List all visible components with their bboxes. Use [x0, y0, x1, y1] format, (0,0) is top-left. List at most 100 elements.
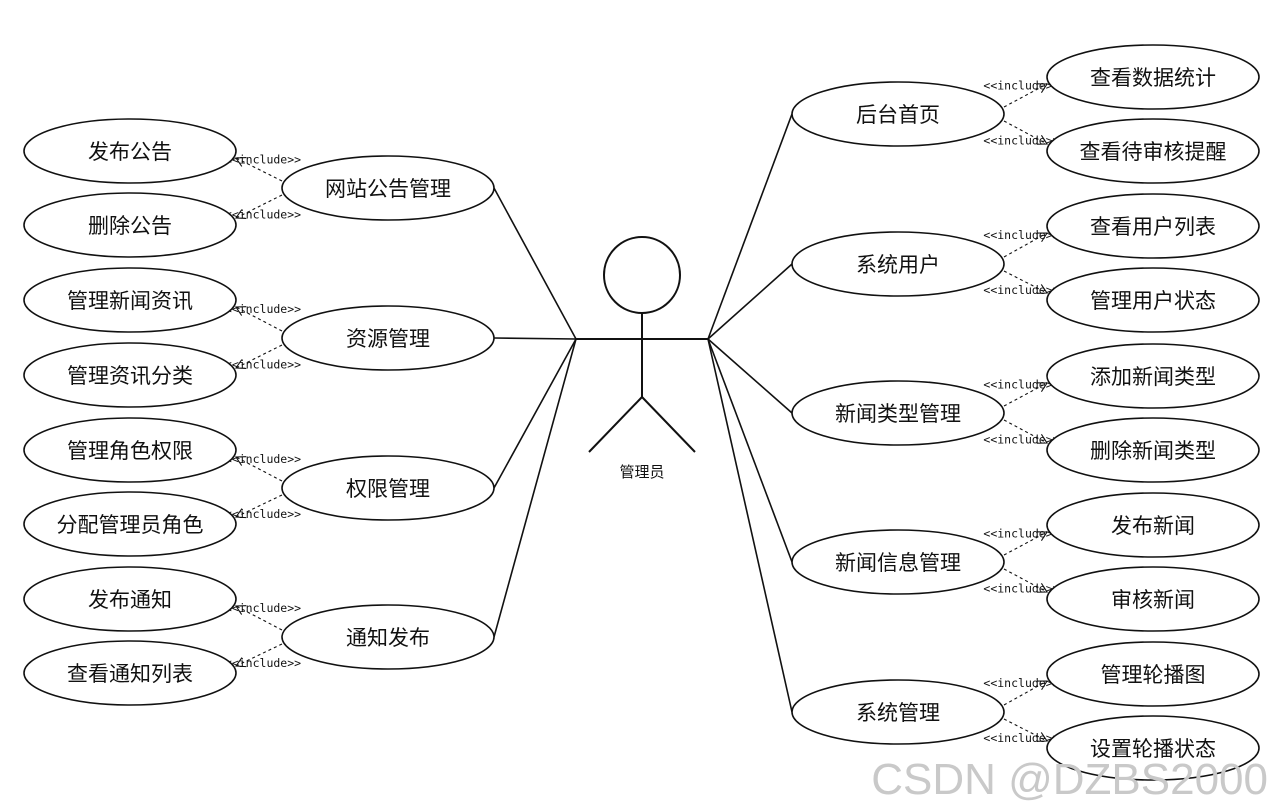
include-label: <<include>>: [225, 656, 301, 670]
use-case-child: 分配管理员角色: [23, 491, 237, 557]
use-case-label: 删除新闻类型: [1090, 439, 1216, 463]
include-label: <<include>>: [983, 228, 1059, 242]
use-case-ellipse: [791, 679, 1005, 745]
include-dependency: [235, 157, 283, 182]
use-case-child: 管理新闻资讯: [23, 267, 237, 333]
use-case-label: 新闻类型管理: [835, 402, 961, 426]
use-case-label: 发布公告: [88, 140, 172, 164]
use-case-parent: 新闻类型管理: [791, 380, 1005, 446]
use-case-nodes: 网站公告管理发布公告删除公告资源管理管理新闻资讯管理资讯分类权限管理管理角色权限…: [23, 44, 1260, 781]
use-case-label: 查看通知列表: [67, 662, 193, 686]
include-arrowhead: [1036, 232, 1048, 243]
include-arrowhead: [1036, 135, 1048, 145]
include-label: <<include>>: [983, 731, 1059, 745]
include-label: <<include>>: [983, 676, 1059, 690]
actor-administrator: 管理员: [576, 236, 708, 481]
use-case-label: 管理用户状态: [1090, 289, 1216, 313]
use-case-ellipse: [23, 640, 237, 706]
use-case-label: 查看待审核提醒: [1080, 140, 1227, 164]
use-case-child: 管理资讯分类: [23, 342, 237, 408]
use-case-child: 删除新闻类型: [1046, 417, 1260, 483]
use-case-label: 管理角色权限: [67, 439, 193, 463]
include-label: <<include>>: [983, 378, 1059, 392]
include-dependency: [1003, 680, 1048, 706]
include-label: <<include>>: [983, 527, 1059, 541]
use-case-child: 管理用户状态: [1046, 267, 1260, 333]
include-label: <<include>>: [983, 582, 1059, 596]
include-label: <<include>>: [983, 433, 1059, 447]
actor-head: [603, 236, 681, 314]
use-case-ellipse: [791, 81, 1005, 147]
include-dependency: [1003, 83, 1048, 108]
use-case-child: 查看用户列表: [1046, 193, 1260, 259]
actor-left-leg: [588, 396, 643, 453]
use-case-label: 发布通知: [88, 588, 172, 612]
include-dependency: [1003, 232, 1048, 258]
use-case-child: 审核新闻: [1046, 566, 1260, 632]
use-case-ellipse: [1046, 417, 1260, 483]
include-arrowhead: [1036, 531, 1048, 541]
association-line: [707, 338, 793, 713]
association-line: [707, 338, 793, 414]
use-case-label: 管理新闻资讯: [67, 289, 193, 313]
use-case-label: 资源管理: [346, 327, 430, 351]
use-case-child: 发布新闻: [1046, 492, 1260, 558]
use-case-parent: 权限管理: [281, 455, 495, 521]
include-label: <<include>>: [225, 153, 301, 167]
use-case-child: 管理轮播图: [1046, 641, 1260, 707]
include-dependency: [235, 344, 283, 369]
use-case-ellipse: [1046, 193, 1260, 259]
association-line: [493, 337, 577, 340]
use-case-ellipse: [23, 566, 237, 632]
use-case-parent: 新闻信息管理: [791, 529, 1005, 595]
association-line: [707, 113, 793, 340]
use-case-ellipse: [1046, 641, 1260, 707]
include-dependency: [1003, 531, 1048, 556]
connector-lines: <<include>> <<include>> <<include>> <<inclu…: [225, 79, 1060, 746]
use-case-label: 后台首页: [856, 103, 940, 127]
use-case-ellipse: [791, 529, 1005, 595]
use-case-label: 发布新闻: [1111, 514, 1195, 538]
include-dependency: [235, 456, 283, 482]
use-case-label: 查看数据统计: [1090, 66, 1216, 90]
use-case-ellipse: [23, 417, 237, 483]
use-case-label: 网站公告管理: [325, 177, 451, 201]
include-dependency: [235, 643, 283, 667]
include-dependency: [1003, 270, 1048, 294]
include-arrowhead: [234, 306, 247, 316]
include-label: <<include>>: [225, 208, 301, 222]
use-case-child: 设置轮播状态: [1046, 715, 1260, 781]
use-case-ellipse: [1046, 492, 1260, 558]
use-case-parent: 系统管理: [791, 679, 1005, 745]
use-case-label: 添加新闻类型: [1090, 365, 1216, 389]
include-arrowhead: [1036, 732, 1049, 742]
watermark: CSDN @DZBS2000: [871, 755, 1268, 802]
include-label: <<include>>: [983, 79, 1059, 93]
actor-label: 管理员: [619, 463, 664, 481]
association-line: [493, 338, 577, 489]
include-arrowhead: [1036, 680, 1048, 691]
use-case-parent: 系统用户: [791, 231, 1005, 297]
use-case-child: 管理角色权限: [23, 417, 237, 483]
include-arrowhead: [234, 605, 247, 615]
use-case-child: 发布公告: [23, 118, 237, 184]
use-case-ellipse: [23, 491, 237, 557]
include-label: <<include>>: [225, 358, 301, 372]
include-arrowhead: [234, 209, 247, 219]
use-case-label: 通知发布: [346, 626, 430, 650]
include-arrowhead: [234, 508, 247, 519]
include-dependency: [1003, 568, 1048, 593]
use-case-label: 管理轮播图: [1101, 663, 1206, 687]
include-arrowhead: [1036, 583, 1048, 593]
use-case-label: 新闻信息管理: [835, 551, 961, 575]
include-arrowhead: [1036, 382, 1048, 392]
use-case-ellipse: [23, 267, 237, 333]
include-arrowhead: [1036, 434, 1048, 444]
include-dependency: [1003, 382, 1048, 407]
association-line: [707, 263, 793, 340]
association-line: [493, 187, 577, 340]
use-case-label: 审核新闻: [1111, 588, 1195, 612]
use-case-ellipse: [1046, 267, 1260, 333]
include-arrowhead: [234, 456, 247, 466]
use-case-ellipse: [791, 380, 1005, 446]
